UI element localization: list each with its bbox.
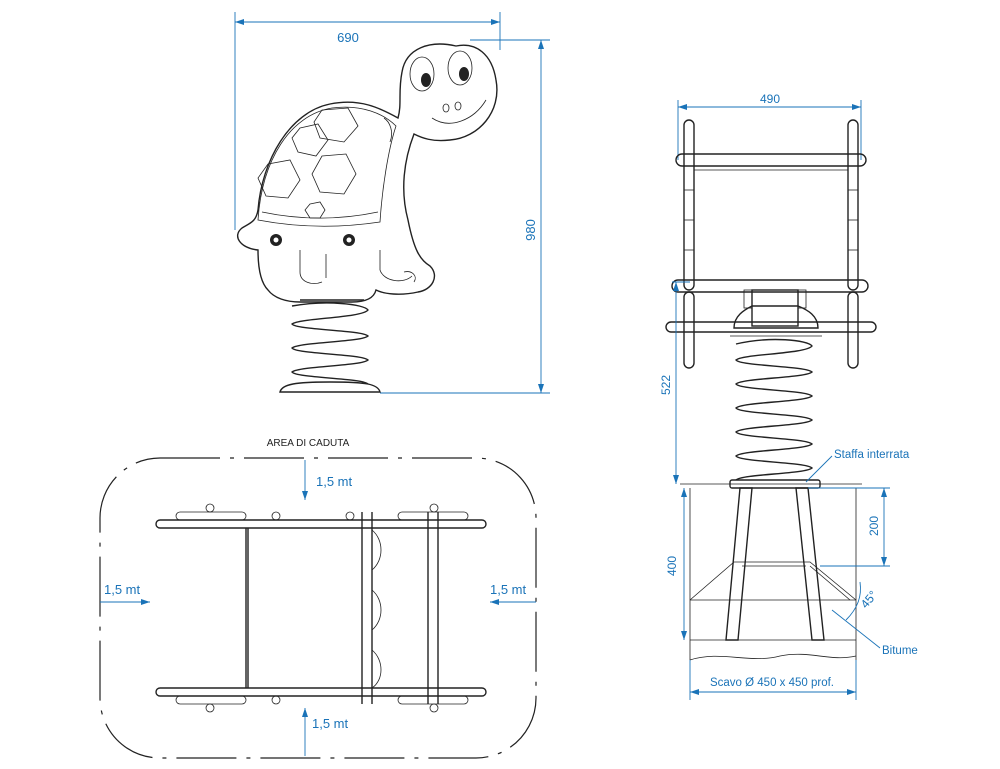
bolt-center [346, 237, 352, 243]
bitumen-leader [831, 609, 881, 649]
turtle-pupil-right [459, 67, 469, 81]
turtle-foot [403, 271, 416, 283]
spring-height-label: 522 [659, 375, 673, 395]
bitumen-label: Bitume [882, 645, 918, 657]
side-bar-left [683, 119, 695, 291]
footrest-left [683, 291, 695, 369]
turtle-mouth [431, 99, 487, 124]
shell-hexagon [291, 123, 329, 157]
bracket-depth-label: 200 [867, 516, 881, 536]
depth-label: 400 [665, 556, 679, 576]
front-height-dimension: 980 [380, 39, 550, 394]
shell-hexagon [304, 201, 326, 219]
turtle-pupil-left [421, 73, 431, 87]
bolt-center [273, 237, 279, 243]
angle-label: 45° [858, 588, 881, 611]
footrest-right [847, 291, 859, 369]
turtle-eye-left [409, 56, 435, 92]
shell-rim [261, 211, 379, 219]
right-distance-dimension: 1,5 mt [490, 582, 536, 605]
bracket-leader [805, 455, 833, 483]
bottom-distance-label: 1,5 mt [312, 716, 349, 731]
bottom-distance-dimension: 1,5 mt [302, 708, 349, 756]
side-spring [735, 338, 813, 481]
front-view: 690 980 [234, 12, 550, 394]
bracket-depth-dimension: 200 [808, 487, 890, 567]
plan-view: AREA DI CADUTA [99, 438, 537, 759]
left-distance-label: 1,5 mt [104, 582, 141, 597]
turtle-neck-fold [383, 117, 392, 143]
handle-bar [675, 153, 867, 167]
buried-bracket [725, 487, 825, 641]
shell-hexagon [257, 159, 301, 199]
turtle-eye-right [447, 50, 473, 86]
side-spring-height-dimension: 522 [659, 281, 690, 484]
top-distance-dimension: 1,5 mt [302, 460, 353, 500]
front-height-label: 980 [523, 219, 538, 241]
angle-arc [845, 581, 861, 621]
plan-frame [155, 503, 487, 713]
spring-mount [730, 289, 822, 337]
turtle-shell [257, 106, 397, 227]
lower-bar [665, 321, 877, 333]
footrest-bar [671, 279, 869, 293]
side-view: 490 [659, 92, 918, 700]
front-spring [279, 299, 381, 393]
fall-area-boundary [99, 457, 537, 759]
front-width-label: 690 [337, 30, 359, 45]
turtle-nostril [454, 101, 462, 111]
fall-area-title: AREA DI CADUTA [267, 438, 350, 449]
left-distance-dimension: 1,5 mt [100, 582, 150, 605]
turtle-leg [379, 250, 413, 282]
excavation-label: Scavo Ø 450 x 450 prof. [710, 677, 834, 689]
excavation-dimension: Scavo Ø 450 x 450 prof. [689, 660, 857, 700]
turtle-leg [299, 250, 323, 284]
shell-hexagon [311, 153, 357, 195]
shell-hexagon [313, 107, 359, 143]
front-width-dimension: 690 [234, 12, 501, 230]
turtle-nostril [442, 103, 450, 113]
base-plate [729, 479, 821, 489]
bracket-label: Staffa interrata [834, 449, 910, 461]
excavation [689, 488, 857, 661]
side-bar-right [847, 119, 859, 291]
side-width-dimension: 490 [677, 92, 862, 160]
side-width-label: 490 [760, 92, 780, 106]
turtle-body-outline [237, 43, 498, 303]
right-distance-label: 1,5 mt [490, 582, 527, 597]
depth-dimension: 400 [665, 488, 687, 640]
top-distance-label: 1,5 mt [316, 474, 353, 489]
